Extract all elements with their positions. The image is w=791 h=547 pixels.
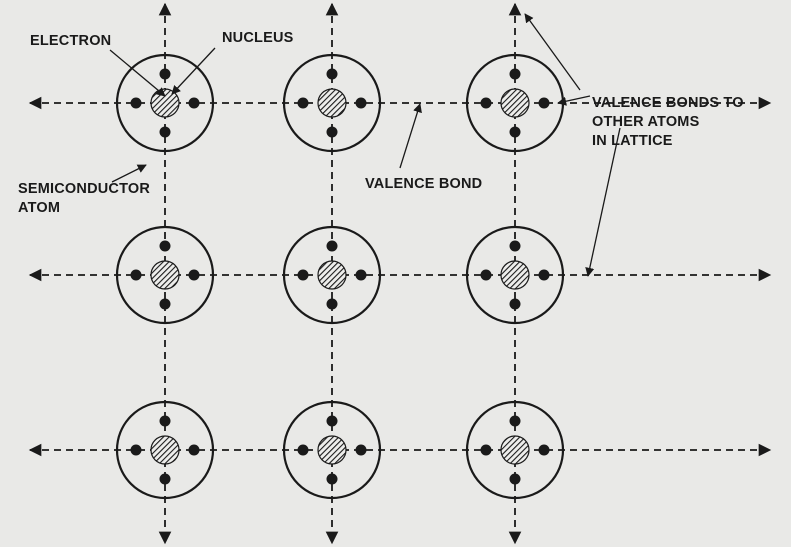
electron: [355, 269, 367, 281]
electron: [159, 298, 171, 310]
semiconductor-leader: [111, 164, 147, 183]
atom-r1c3: [465, 53, 565, 153]
valence-bond-leader: [399, 103, 422, 169]
atom-shell: [115, 225, 215, 325]
atom-r2c1: [115, 225, 215, 325]
electron: [130, 269, 142, 281]
electron: [159, 473, 171, 485]
atom-r3c1: [115, 400, 215, 500]
electron: [355, 444, 367, 456]
nucleus-label: NUCLEUS: [222, 30, 294, 46]
electron: [159, 68, 171, 80]
atom-shell: [465, 225, 565, 325]
electron: [326, 126, 338, 138]
electron: [326, 473, 338, 485]
atom-r2c2: [282, 225, 382, 325]
electron-label: ELECTRON: [30, 33, 111, 49]
nucleus: [500, 88, 530, 118]
electron: [509, 473, 521, 485]
atom-shell: [115, 53, 215, 153]
atom-r1c1: [115, 53, 215, 153]
electron-leader: [109, 49, 166, 97]
atom-shell: [115, 400, 215, 500]
label-leaders: [109, 13, 621, 277]
nucleus: [317, 88, 347, 118]
electron: [509, 240, 521, 252]
semiconductor-label-line2: ATOM: [18, 200, 60, 216]
electron: [326, 68, 338, 80]
electron: [130, 444, 142, 456]
electron: [159, 415, 171, 427]
atom-r3c3: [465, 400, 565, 500]
electron: [538, 97, 550, 109]
atom-shell: [282, 225, 382, 325]
nucleus-leader: [171, 47, 216, 95]
electron: [326, 240, 338, 252]
electron: [188, 97, 200, 109]
labels: ELECTRON NUCLEUS VALENCE BONDS TO OTHER …: [18, 30, 744, 216]
electron: [480, 97, 492, 109]
valence-bonds-label-line3: IN LATTICE: [592, 133, 673, 149]
electron: [188, 444, 200, 456]
electron: [538, 269, 550, 281]
atom-shell: [282, 53, 382, 153]
electron: [326, 415, 338, 427]
valence-bonds-leader-3: [585, 127, 621, 277]
atoms: [115, 53, 565, 500]
valence-bonds-label-line2: OTHER ATOMS: [592, 114, 700, 130]
semiconductor-label-line1: SEMICONDUCTOR: [18, 181, 150, 197]
electron: [480, 444, 492, 456]
atom-shell: [282, 400, 382, 500]
electron: [188, 269, 200, 281]
electron: [297, 97, 309, 109]
electron: [159, 126, 171, 138]
nucleus: [500, 435, 530, 465]
valence-bonds-leader-1: [524, 13, 581, 91]
electron: [297, 444, 309, 456]
nucleus: [317, 435, 347, 465]
electron: [509, 68, 521, 80]
electron: [326, 298, 338, 310]
nucleus: [150, 435, 180, 465]
electron: [538, 444, 550, 456]
nucleus: [317, 260, 347, 290]
atom-r1c2: [282, 53, 382, 153]
nucleus: [150, 88, 180, 118]
valence-bonds-leader-2: [557, 95, 591, 106]
electron: [509, 298, 521, 310]
electron: [130, 97, 142, 109]
atom-r2c3: [465, 225, 565, 325]
electron: [480, 269, 492, 281]
electron: [509, 126, 521, 138]
valence-bond-label: VALENCE BOND: [365, 176, 482, 192]
electron: [159, 240, 171, 252]
atom-shell: [465, 400, 565, 500]
electron: [355, 97, 367, 109]
valence-bonds-label-line1: VALENCE BONDS TO: [592, 95, 744, 111]
atom-r3c2: [282, 400, 382, 500]
electron: [297, 269, 309, 281]
nucleus: [500, 260, 530, 290]
electron: [509, 415, 521, 427]
nucleus: [150, 260, 180, 290]
